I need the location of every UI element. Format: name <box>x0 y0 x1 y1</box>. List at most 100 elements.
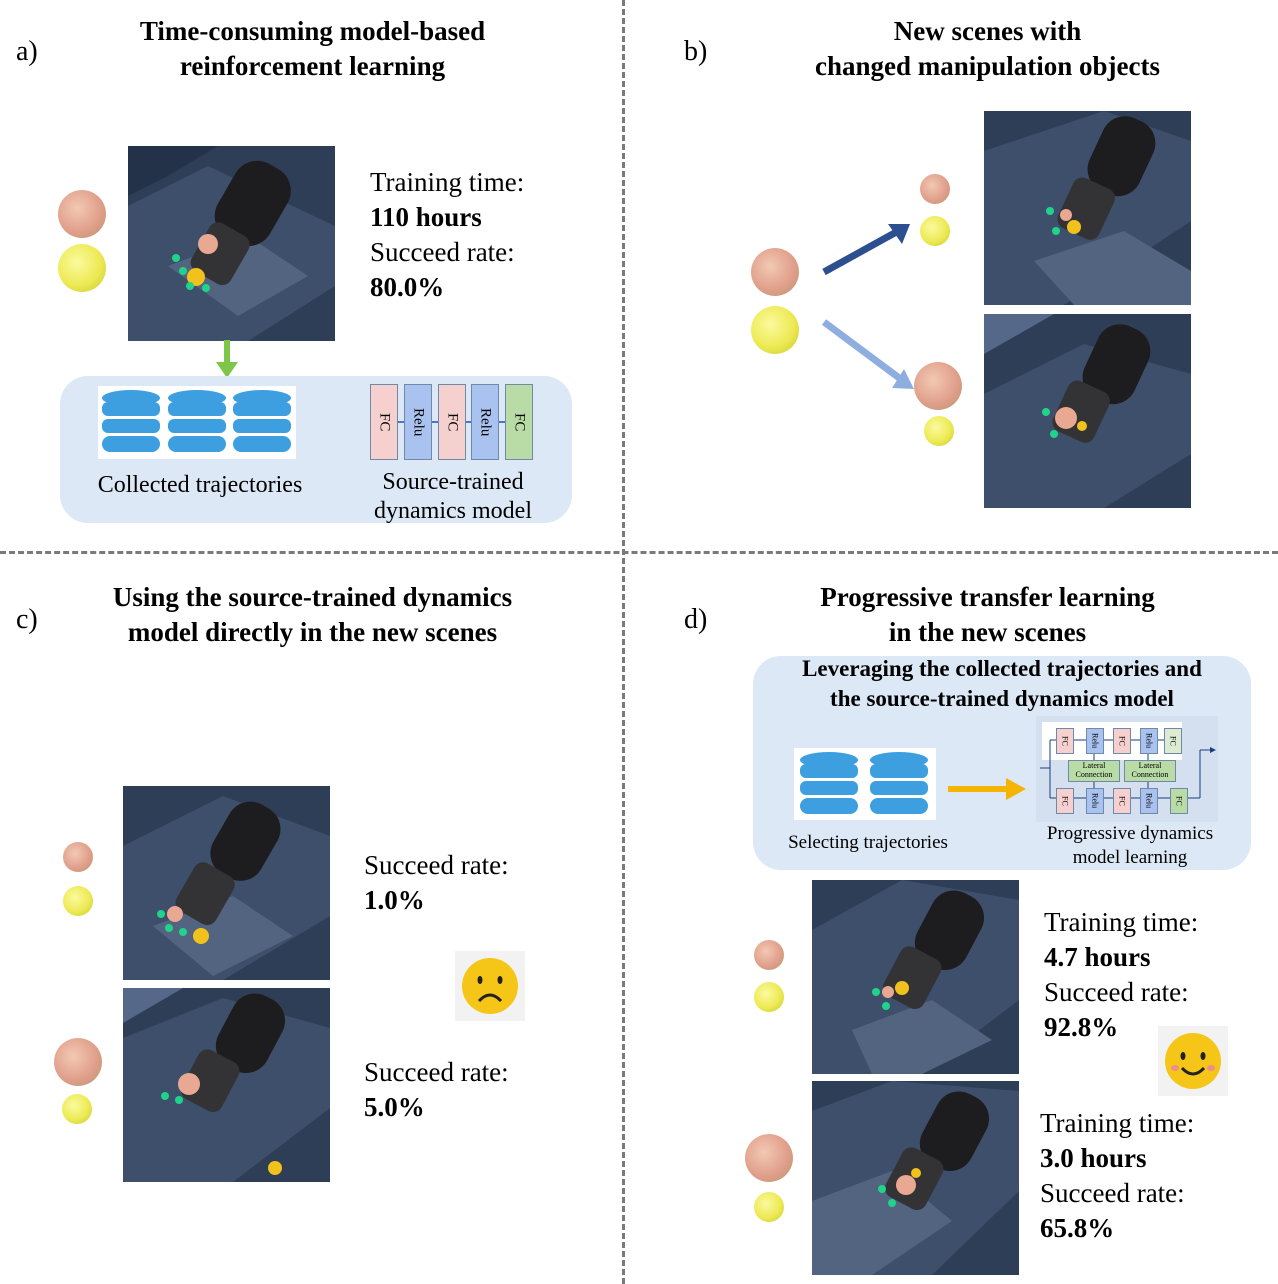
robot-hand-scene <box>123 988 330 1182</box>
panel-d-scene2-time-label: Training time: <box>1040 1108 1195 1138</box>
lateral-connection-1-line1: Lateral <box>1082 761 1106 770</box>
panel-d-scene2-stats: Training time: 3.0 hours Succeed rate: 6… <box>1040 1106 1194 1246</box>
progressive-model-label: Progressive dynamics model learning <box>1024 822 1236 870</box>
panel-c-letter: c) <box>16 604 38 635</box>
panel-b-title: New scenes with changed manipulation obj… <box>760 14 1215 84</box>
panel-a-letter: a) <box>16 36 38 67</box>
collected-trajectories-label: Collected trajectories <box>97 472 303 498</box>
robot-hand-scene <box>128 146 335 341</box>
panel-d-scene2-rate-value: 65.8% <box>1040 1213 1115 1243</box>
panel-d-title-line1: Progressive transfer learning <box>820 582 1155 612</box>
scene-image-c1 <box>123 786 330 980</box>
panel-c-scene1-rate-value: 1.0% <box>364 885 425 915</box>
progressive-model-label-line1: Progressive dynamics <box>1046 823 1214 844</box>
large-pink-ball-icon <box>745 1134 793 1182</box>
orange-right-arrow-icon <box>948 778 1026 800</box>
panel-d-scene1-rate-label: Succeed rate: <box>1044 977 1189 1007</box>
layer-relu-1: Relu <box>404 384 432 460</box>
small-pink-ball-icon <box>754 940 784 970</box>
panel-d-box-title: Leveraging the collected trajectories an… <box>760 654 1244 714</box>
yellow-ball-icon <box>58 244 106 292</box>
horizontal-divider <box>0 551 1278 554</box>
source-model-label-line1: Source-trained <box>382 469 524 495</box>
panel-d-scene1-time-label: Training time: <box>1044 907 1199 937</box>
robot-hand-scene <box>123 786 330 980</box>
lateral-connection-1-line2: Connection <box>1075 770 1113 779</box>
panel-a-succeed-rate-value: 80.0% <box>370 272 445 302</box>
panel-a-title-line2: reinforcement learning <box>179 51 446 81</box>
selecting-trajectories-label: Selecting trajectories <box>788 832 948 853</box>
panel-d-title: Progressive transfer learning in the new… <box>760 580 1215 650</box>
smile-face-svg <box>1165 1033 1221 1089</box>
panel-d-title-line2: in the new scenes <box>888 617 1087 647</box>
layer-fc-3: FC <box>505 384 533 460</box>
top-layer-relu-1: Relu <box>1086 728 1104 754</box>
small-pink-ball-icon <box>63 842 93 872</box>
source-model-label-line2: dynamics model <box>374 498 532 524</box>
layer-relu-2: Relu <box>471 384 499 460</box>
progressive-network-diagram: FC Relu FC Relu FC Lateral Connection La… <box>1036 716 1218 822</box>
panel-a-title: Time-consuming model-based reinforcement… <box>60 14 565 84</box>
top-layer-fc-1: FC <box>1056 728 1074 754</box>
lateral-connection-1: Lateral Connection <box>1068 760 1120 782</box>
branch-arrows-icon <box>821 224 914 389</box>
sad-face-svg <box>462 958 518 1014</box>
panel-a-stats: Training time: 110 hours Succeed rate: 8… <box>370 165 524 305</box>
layer-fc-1: FC <box>370 384 398 460</box>
lateral-connection-2-line1: Lateral <box>1138 761 1162 770</box>
yellow-ball-icon <box>751 306 799 354</box>
scene-image-b1 <box>984 111 1191 305</box>
large-pink-ball-icon <box>54 1038 102 1086</box>
panel-c-scene2-rate-value: 5.0% <box>364 1092 425 1122</box>
panel-d-scene1-rate-value: 92.8% <box>1044 1012 1119 1042</box>
bottom-layer-relu-1: Relu <box>1086 788 1104 814</box>
database-group-d <box>794 748 936 820</box>
large-yellow-ball-icon <box>920 216 950 246</box>
scene-image-d2 <box>812 1081 1019 1275</box>
bottom-layer-fc-3: FC <box>1170 788 1188 814</box>
panel-b-title-line1: New scenes with <box>893 16 1082 46</box>
bottom-layer-relu-2: Relu <box>1140 788 1158 814</box>
robot-hand-scene <box>812 880 1019 1074</box>
panel-c-title: Using the source-trained dynamics model … <box>60 580 565 650</box>
top-layer-relu-2: Relu <box>1140 728 1158 754</box>
panel-a-training-time-label: Training time: <box>370 167 525 197</box>
lateral-connection-2-line2: Connection <box>1131 770 1169 779</box>
small-pink-ball-icon <box>920 174 950 204</box>
layer-fc-2: FC <box>438 384 466 460</box>
panel-d-scene1-stats: Training time: 4.7 hours Succeed rate: 9… <box>1044 905 1198 1045</box>
scene-image-b2 <box>984 314 1191 508</box>
source-model-label: Source-trained dynamics model <box>360 468 546 526</box>
top-layer-fc-3: FC <box>1164 728 1182 754</box>
large-yellow-ball-icon <box>754 982 784 1012</box>
robot-hand-scene <box>984 111 1191 305</box>
large-pink-ball-icon <box>914 362 962 410</box>
panel-a-title-line1: Time-consuming model-based <box>139 16 486 46</box>
scene-image-c2 <box>123 988 330 1182</box>
panel-c-scene2-rate-label: Succeed rate: <box>364 1057 509 1087</box>
database-group-a <box>98 386 296 459</box>
bottom-layer-fc-1: FC <box>1056 788 1074 814</box>
robot-hand-scene <box>984 314 1191 508</box>
progressive-model-label-line2: model learning <box>1072 847 1188 868</box>
panel-c-scene2-stats: Succeed rate: 5.0% <box>364 1055 509 1125</box>
pink-ball-icon <box>751 248 799 296</box>
panel-d-letter: d) <box>684 604 708 635</box>
panel-d-box-title-line2: the source-trained dynamics model <box>830 686 1174 711</box>
robot-hand-scene <box>812 1081 1019 1275</box>
panel-d-scene1-time-value: 4.7 hours <box>1044 942 1151 972</box>
bottom-layer-fc-2: FC <box>1113 788 1131 814</box>
panel-c-title-line2: model directly in the new scenes <box>127 617 498 647</box>
panel-b-title-line2: changed manipulation objects <box>814 51 1161 81</box>
green-down-arrow-icon <box>216 340 238 378</box>
large-yellow-ball-icon <box>63 886 93 916</box>
database-icons <box>102 390 291 452</box>
source-dynamics-model-diagram: FC Relu FC Relu FC <box>370 384 535 460</box>
panel-a-training-time-value: 110 hours <box>370 202 482 232</box>
vertical-divider <box>622 0 625 1284</box>
panel-a-succeed-rate-label: Succeed rate: <box>370 237 515 267</box>
panel-b-letter: b) <box>684 36 708 67</box>
smile-face-icon <box>1158 1026 1228 1096</box>
small-yellow-ball-icon <box>754 1192 784 1222</box>
top-layer-fc-2: FC <box>1113 728 1131 754</box>
